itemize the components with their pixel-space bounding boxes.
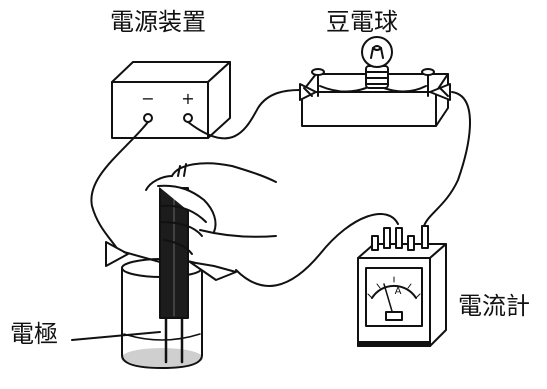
ammeter	[357, 225, 447, 347]
ammeter-label: 電流計	[458, 292, 530, 320]
electrode-label: 電極	[10, 320, 58, 348]
bulb-icon	[361, 36, 393, 89]
electrode-left-clip	[105, 241, 161, 267]
electrode-pointer-line	[71, 331, 161, 341]
power-supply-device	[111, 61, 231, 139]
ammeter-unit-label: A	[395, 286, 402, 297]
bulb-right-clip	[429, 83, 451, 101]
power-supply-label: 電源装置	[110, 8, 206, 36]
minus-sign: −	[141, 89, 154, 108]
wires	[90, 89, 471, 287]
plus-sign: +	[181, 89, 194, 108]
bulb-label: 豆電球	[326, 8, 398, 36]
electrode-pair	[159, 187, 189, 364]
bulb-left-clip	[299, 83, 317, 101]
electrode-right-clip	[189, 261, 237, 281]
hand-holding-electrodes	[145, 162, 277, 255]
